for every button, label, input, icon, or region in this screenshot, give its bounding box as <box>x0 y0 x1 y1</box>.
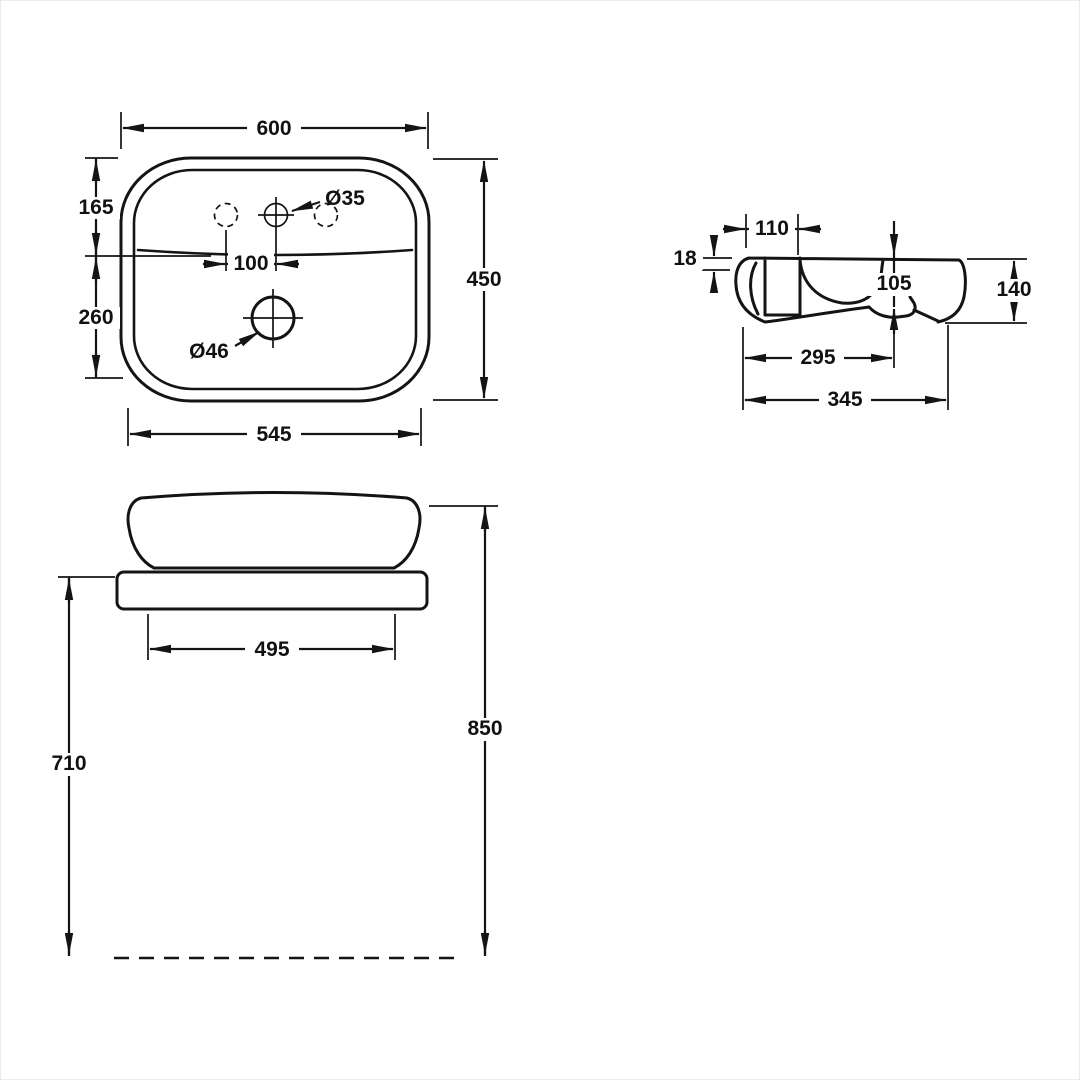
dim-side-base-depth: 295 <box>742 327 895 370</box>
dim-label-600: 600 <box>256 117 291 140</box>
dim-label-450: 450 <box>466 268 501 291</box>
outer-rim <box>119 156 431 403</box>
side-view: 110 18 105 140 <box>666 214 1040 412</box>
dim-plan-base-width: 545 <box>127 408 422 446</box>
dim-label-850: 850 <box>467 717 502 740</box>
dim-side-deck-width: 110 <box>723 214 821 255</box>
dim-label-140: 140 <box>996 278 1031 301</box>
dim-floor-to-rim: 850 <box>429 505 512 956</box>
bowl-edge-line <box>136 248 414 257</box>
dim-bowl-depth: 105 <box>868 221 920 334</box>
dim-label-100: 100 <box>233 252 268 275</box>
dim-floor-to-counter: 710 <box>42 576 115 956</box>
plan-view: 600 450 165 260 <box>72 112 511 446</box>
dim-plan-offsets: 165 260 <box>72 157 211 379</box>
front-view: 495 710 850 <box>42 491 512 960</box>
tap-hole-right <box>313 202 339 228</box>
tap-hole-crosshair <box>258 197 294 271</box>
dim-label-waste-dia: Ø46 <box>189 340 229 363</box>
dim-label-105: 105 <box>876 272 911 295</box>
dim-label-260: 260 <box>78 306 113 329</box>
dim-side-overall-depth: 345 <box>742 325 949 412</box>
inner-rim <box>132 168 418 391</box>
dim-label-345: 345 <box>827 388 862 411</box>
tap-hole-left <box>213 202 239 228</box>
dim-side-height: 140 <box>945 258 1040 324</box>
label-waste-diameter: Ø46 <box>189 331 260 363</box>
side-profile <box>734 256 967 324</box>
dim-label-tap-dia: Ø35 <box>325 187 365 210</box>
dim-plan-overall-width: 600 <box>120 112 429 149</box>
dim-label-18: 18 <box>673 247 697 270</box>
waste-crosshair <box>243 289 303 348</box>
dim-label-110: 110 <box>755 217 789 240</box>
countertop <box>115 570 429 611</box>
front-basin-outline <box>126 491 422 570</box>
label-tap-hole-diameter: Ø35 <box>291 187 365 213</box>
dim-rim-thickness: 18 <box>666 235 732 293</box>
dim-label-710: 710 <box>51 752 86 775</box>
dim-label-295: 295 <box>800 346 835 369</box>
dim-front-base-width: 495 <box>147 614 396 661</box>
dim-label-165: 165 <box>78 196 113 219</box>
dim-label-495: 495 <box>254 638 289 661</box>
dim-tap-hole-pitch: 100 <box>203 252 299 275</box>
dim-plan-overall-depth: 450 <box>433 158 511 401</box>
dim-label-545: 545 <box>256 423 291 446</box>
